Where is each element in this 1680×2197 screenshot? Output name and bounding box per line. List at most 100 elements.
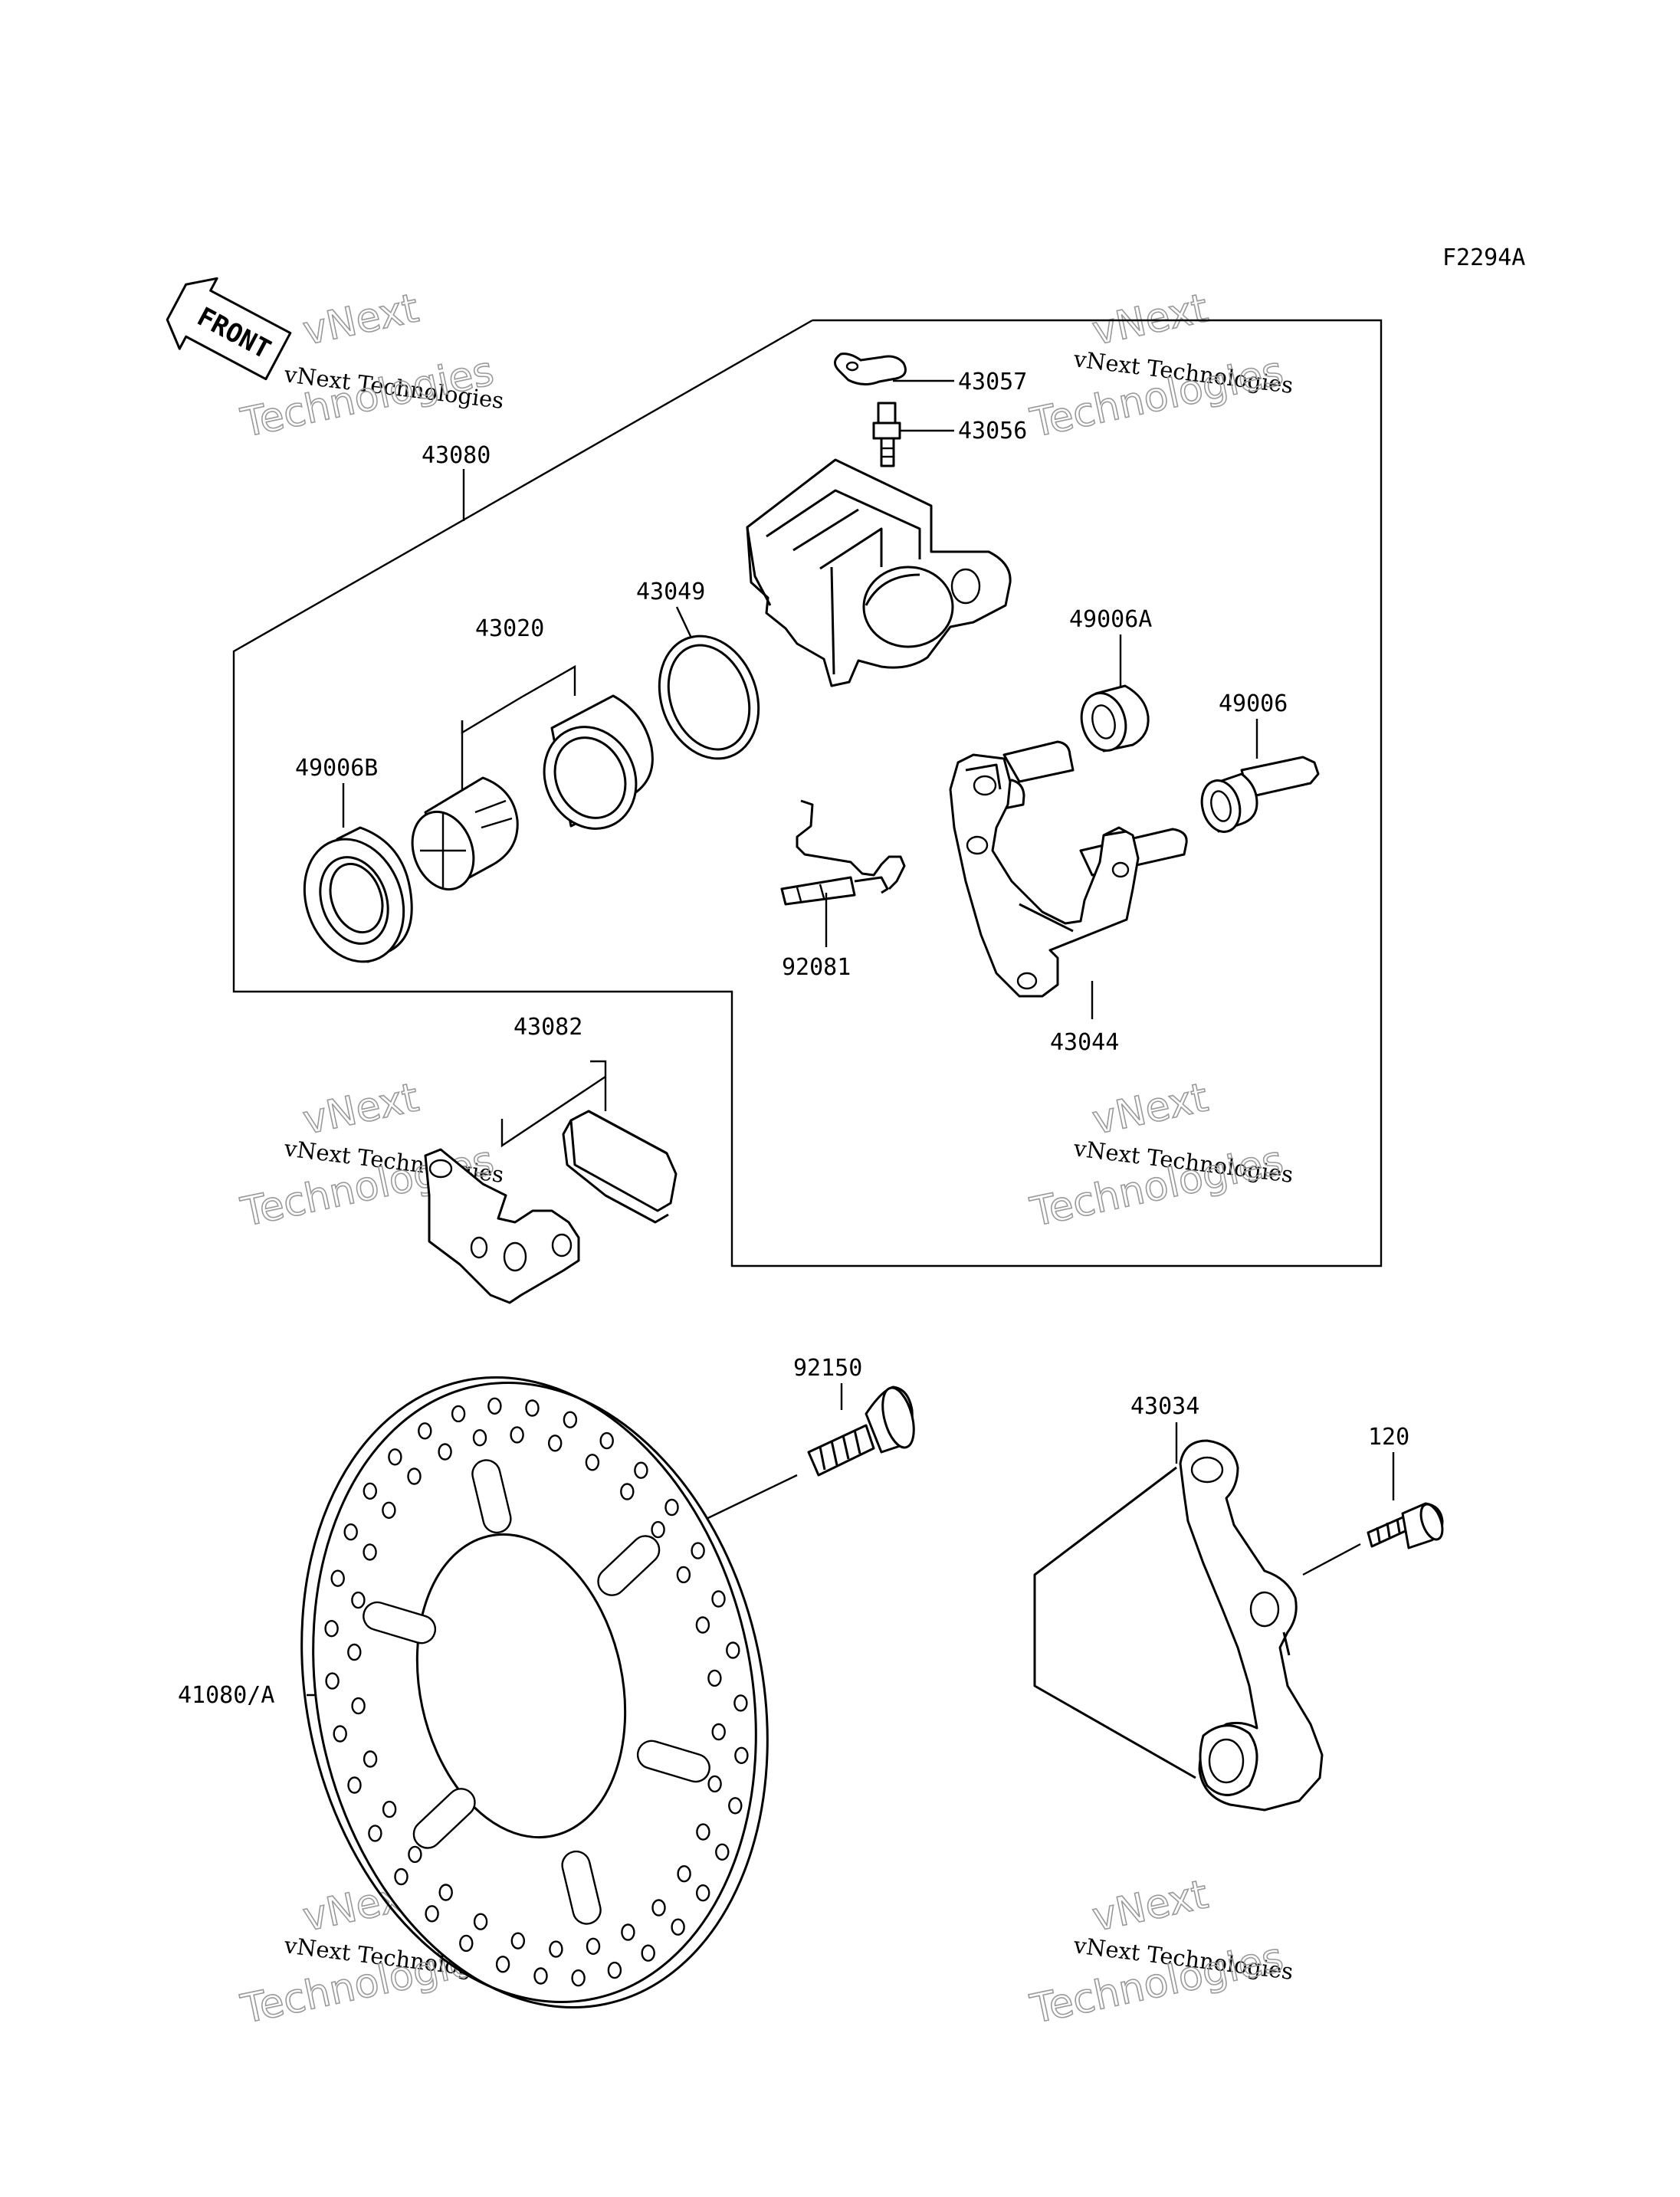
disc-vent-hole xyxy=(351,1697,366,1715)
disc-vent-hole xyxy=(548,1435,563,1452)
disc-vent-hole xyxy=(459,1934,474,1953)
disc-vent-hole xyxy=(407,1467,422,1485)
disc-vent-hole xyxy=(451,1405,466,1423)
label-49006: 49006 xyxy=(1219,690,1288,717)
disc-vent-hole xyxy=(525,1399,540,1417)
disc-slot xyxy=(363,1601,437,1644)
label-43034: 43034 xyxy=(1130,1393,1199,1420)
watermark-text: Technologies xyxy=(237,349,497,447)
watermark-text: vNext xyxy=(299,1074,422,1143)
disc-vent-hole xyxy=(728,1797,743,1815)
disc-vent-hole xyxy=(333,1725,347,1743)
disc-vent-hole xyxy=(363,1750,378,1768)
watermark-text: vNext xyxy=(1088,1074,1212,1143)
disc-vent-hole xyxy=(586,1937,601,1956)
disc-vent-hole xyxy=(715,1843,730,1861)
watermark-bottom-right: vNext Technologies vNext Technologies xyxy=(1025,1871,1294,2034)
disc-vent-hole xyxy=(382,1800,397,1818)
label-92150: 92150 xyxy=(793,1355,862,1382)
part-caliper-body xyxy=(746,458,1012,687)
part-caliper-holder xyxy=(1033,1439,1324,1812)
disc-vent-hole xyxy=(671,1918,685,1936)
disc-vent-hole xyxy=(473,1913,488,1930)
disc-vent-hole xyxy=(711,1590,726,1608)
disc-vent-hole xyxy=(696,1823,710,1841)
part-boot-49006a xyxy=(1080,684,1150,753)
diagram-code: F2294A xyxy=(1442,244,1525,271)
disc-slot xyxy=(412,1788,476,1849)
label-49006B: 49006B xyxy=(295,755,378,782)
part-bleeder-valve xyxy=(872,402,901,467)
part-boot-49006 xyxy=(1200,756,1320,833)
disc-slot xyxy=(561,1850,602,1925)
watermark-top-left: vNext Technologies vNext Technologies xyxy=(236,285,505,448)
disc-vent-hole xyxy=(726,1641,740,1659)
watermark-text: vNext xyxy=(1088,1871,1212,1940)
label-43080: 43080 xyxy=(422,442,491,469)
disc-vent-hole xyxy=(634,1461,648,1479)
disc-vent-hole xyxy=(363,1482,377,1500)
disc-vent-hole xyxy=(351,1591,366,1609)
disc-vent-hole xyxy=(571,1969,586,1987)
disc-vent-hole xyxy=(347,1776,362,1794)
assembly-outline xyxy=(232,319,1383,1267)
disc-vent-hole xyxy=(733,1694,748,1712)
disc-vent-hole xyxy=(438,1884,453,1901)
label-43056: 43056 xyxy=(958,418,1027,444)
disc-vent-hole xyxy=(711,1723,726,1741)
disc-vent-hole xyxy=(695,1616,710,1634)
watermark-top-right: vNext Technologies vNext Technologies xyxy=(1025,285,1294,448)
disc-vent-hole xyxy=(549,1940,563,1958)
disc-vent-hole xyxy=(487,1397,502,1415)
disc-slot xyxy=(597,1535,661,1596)
label-120: 120 xyxy=(1368,1424,1409,1451)
disc-vent-hole xyxy=(607,1961,622,1979)
label-43057: 43057 xyxy=(958,369,1027,395)
disc-slot xyxy=(636,1740,710,1783)
label-43020: 43020 xyxy=(475,615,544,642)
disc-vent-hole xyxy=(363,1543,377,1561)
disc-vent-hole xyxy=(707,1775,722,1793)
disc-vent-hole xyxy=(388,1448,402,1466)
label-49006A: 49006A xyxy=(1069,606,1152,633)
disc-vent-hole xyxy=(472,1428,487,1447)
disc-vent-hole xyxy=(533,1967,548,1985)
part-piston-insert xyxy=(411,776,519,891)
disc-vent-hole xyxy=(347,1643,362,1661)
front-arrow-icon: FRONT xyxy=(166,277,292,381)
disc-vent-hole xyxy=(585,1454,600,1471)
part-brake-disc xyxy=(300,1376,769,2008)
label-43044: 43044 xyxy=(1050,1029,1119,1056)
watermark-mid-right: vNext Technologies vNext Technologies xyxy=(1025,1074,1294,1237)
disc-slot xyxy=(471,1459,512,1534)
watermark-text: vNext xyxy=(299,285,422,354)
part-brake-pads xyxy=(424,1110,678,1304)
part-bolt-120 xyxy=(1367,1502,1444,1549)
disc-vent-hole xyxy=(621,1923,635,1941)
part-caliper-bracket xyxy=(949,740,1188,998)
disc-vent-hole xyxy=(691,1542,705,1559)
disc-vent-hole xyxy=(495,1956,510,1973)
disc-vent-hole xyxy=(368,1825,382,1842)
disc-vent-hole xyxy=(408,1845,422,1864)
disc-vent-hole xyxy=(664,1498,679,1517)
disc-vent-hole xyxy=(620,1483,635,1500)
part-disc-bolt xyxy=(807,1385,915,1477)
disc-vent-hole xyxy=(510,1932,525,1949)
disc-vent-hole xyxy=(677,1864,691,1883)
disc-vent-hole xyxy=(651,1899,666,1917)
disc-vent-hole xyxy=(599,1431,614,1450)
disc-vent-hole xyxy=(438,1443,452,1461)
disc-vent-hole xyxy=(734,1746,749,1765)
disc-vent-hole xyxy=(510,1426,524,1444)
disc-vent-hole xyxy=(325,1672,340,1690)
part-piston xyxy=(543,694,654,830)
part-labels: 43057 43056 43080 43049 43020 49006A 490… xyxy=(178,369,1409,1709)
disc-vent-hole xyxy=(563,1411,578,1428)
disc-vent-hole xyxy=(343,1523,358,1541)
disc-vent-hole xyxy=(425,1905,439,1923)
disc-vent-hole xyxy=(676,1566,691,1584)
disc-vent-hole xyxy=(707,1669,722,1687)
label-43082: 43082 xyxy=(514,1014,582,1041)
